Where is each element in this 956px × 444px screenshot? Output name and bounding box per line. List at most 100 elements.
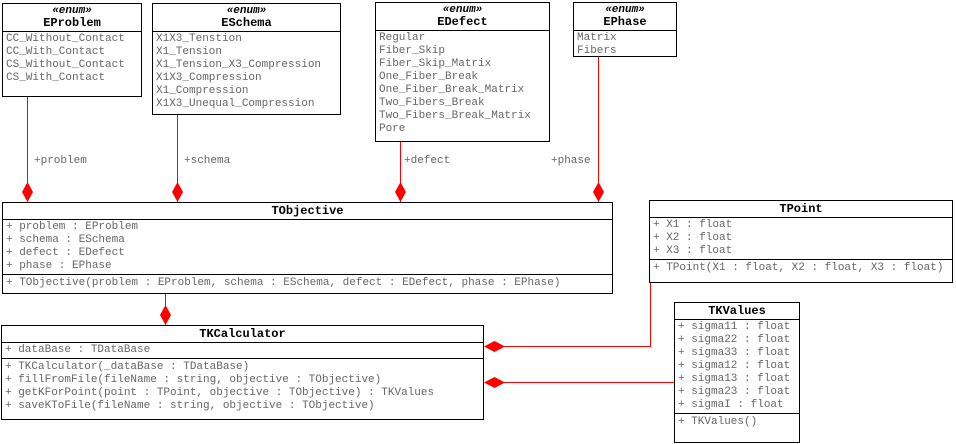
connector-problem-line bbox=[27, 97, 28, 202]
class-title: TKValues bbox=[675, 303, 799, 320]
attributes-compartment: + problem : EProblem + schema : ESchema … bbox=[3, 220, 612, 273]
enum-title: «enum» ESchema bbox=[153, 4, 340, 32]
enum-stereotype: «enum» bbox=[226, 5, 267, 17]
enum-box-eschema: «enum» ESchema X1X3_Tenstion X1_Tension … bbox=[152, 3, 341, 115]
enum-item: CC_Without_Contact bbox=[6, 33, 125, 45]
class-box-tkvalues: TKValues + sigma11 : float + sigma22 : f… bbox=[674, 302, 800, 443]
class-method: + fillFromFile(fileName : string, object… bbox=[5, 374, 382, 386]
enum-items-compartment: Matrix Fibers bbox=[574, 31, 676, 57]
class-method: + TKCalculator(_dataBase : TDataBase) bbox=[5, 361, 250, 373]
class-box-tobjective: TObjective + problem : EProblem + schema… bbox=[2, 202, 613, 294]
relation-label-defect: +defect bbox=[404, 155, 451, 167]
class-name: TPoint bbox=[779, 202, 823, 216]
class-name: TKCalculator bbox=[199, 327, 286, 341]
connector-schema-line bbox=[177, 115, 178, 202]
enum-item: X1X3_Compression bbox=[156, 72, 262, 84]
methods-compartment: + TKCalculator(_dataBase : TDataBase) + … bbox=[2, 358, 483, 413]
class-attribute: + X2 : float bbox=[653, 232, 733, 244]
class-box-tpoint: TPoint + X1 : float + X2 : float + X3 : … bbox=[649, 200, 953, 283]
enum-item: Fibers bbox=[577, 45, 617, 57]
composition-diamond-icon bbox=[22, 182, 33, 202]
enum-stereotype: «enum» bbox=[605, 4, 645, 16]
class-attribute: + defect : EDefect bbox=[6, 247, 125, 259]
enum-item: X1_Tension_X3_Compression bbox=[156, 59, 322, 71]
enum-item: X1_Tension bbox=[156, 46, 223, 58]
class-attribute: + phase : EPhase bbox=[6, 260, 112, 272]
enum-stereotype: «enum» bbox=[442, 4, 483, 16]
class-title: TObjective bbox=[3, 203, 612, 220]
attributes-compartment: + sigma11 : float + sigma22 : float + si… bbox=[675, 320, 799, 412]
enum-name: ESchema bbox=[221, 16, 272, 30]
enum-item: Matrix bbox=[577, 32, 617, 44]
class-attribute: + dataBase : TDataBase bbox=[5, 344, 151, 356]
class-attribute: + sigma33 : float bbox=[678, 347, 791, 359]
enum-items-compartment: CC_Without_Contact CC_With_Contact CS_Wi… bbox=[3, 32, 141, 85]
class-attribute: + X1 : float bbox=[653, 219, 733, 231]
enum-title: «enum» EPhase bbox=[574, 3, 676, 31]
composition-diamond-icon bbox=[395, 182, 406, 202]
enum-item: One_Fiber_Break_Matrix bbox=[379, 84, 525, 96]
enum-name: EProblem bbox=[43, 16, 101, 30]
class-attribute: + sigma23 : float bbox=[678, 386, 791, 398]
enum-item: CS_With_Contact bbox=[6, 72, 106, 84]
connector-point-calculator-line-vertical bbox=[650, 283, 651, 347]
class-attribute: + sigma13 : float bbox=[678, 373, 791, 385]
composition-diamond-icon bbox=[484, 341, 505, 352]
composition-diamond-icon bbox=[593, 182, 604, 202]
class-title: TPoint bbox=[650, 201, 952, 218]
enum-item: Regular bbox=[379, 32, 426, 44]
relation-label-phase: +phase bbox=[551, 155, 591, 167]
attributes-compartment: + dataBase : TDataBase bbox=[2, 343, 483, 357]
enum-item: Two_Fibers_Break_Matrix bbox=[379, 110, 531, 122]
class-method: + TKValues() bbox=[678, 416, 758, 428]
enum-item: CC_With_Contact bbox=[6, 46, 106, 58]
enum-item: Two_Fibers_Break bbox=[379, 97, 485, 109]
class-attribute: + problem : EProblem bbox=[6, 221, 139, 233]
class-title: TKCalculator bbox=[2, 326, 483, 343]
enum-item: X1_Compression bbox=[156, 85, 249, 97]
class-box-tkcalculator: TKCalculator + dataBase : TDataBase + TK… bbox=[1, 325, 484, 420]
enum-box-ephase: «enum» EPhase Matrix Fibers bbox=[573, 2, 677, 57]
enum-box-edefect: «enum» EDefect Regular Fiber_Skip Fiber_… bbox=[375, 2, 550, 142]
connector-kvalues-calculator-line bbox=[500, 382, 674, 383]
relation-label-problem: +problem bbox=[34, 155, 87, 167]
methods-compartment: + TObjective(problem : EProblem, schema … bbox=[3, 274, 612, 290]
class-attribute: + sigma11 : float bbox=[678, 321, 791, 333]
class-attribute: + schema : ESchema bbox=[6, 234, 125, 246]
enum-item: Fiber_Skip_Matrix bbox=[379, 58, 492, 70]
enum-title: «enum» EProblem bbox=[3, 4, 141, 32]
enum-item: Pore bbox=[379, 123, 406, 135]
relation-label-schema: +schema bbox=[184, 155, 231, 167]
class-name: TKValues bbox=[708, 304, 766, 318]
class-attribute: + sigmaI : float bbox=[678, 399, 784, 411]
class-attribute: + sigma22 : float bbox=[678, 334, 791, 346]
methods-compartment: + TKValues() bbox=[675, 413, 799, 429]
enum-name: EDefect bbox=[437, 15, 488, 29]
enum-item: X1X3_Unequal_Compression bbox=[156, 98, 315, 110]
class-attribute: + X3 : float bbox=[653, 245, 733, 257]
enum-item: One_Fiber_Break bbox=[379, 71, 479, 83]
connector-phase-line bbox=[598, 57, 599, 202]
enum-item: CS_Without_Contact bbox=[6, 59, 125, 71]
enum-item: X1X3_Tenstion bbox=[156, 33, 242, 45]
class-attribute: + sigma12 : float bbox=[678, 360, 791, 372]
enum-items-compartment: Regular Fiber_Skip Fiber_Skip_Matrix One… bbox=[376, 31, 549, 136]
connector-defect-line bbox=[400, 142, 401, 202]
attributes-compartment: + X1 : float + X2 : float + X3 : float bbox=[650, 218, 952, 258]
methods-compartment: + TPoint(X1 : float, X2 : float, X3 : fl… bbox=[650, 259, 952, 275]
enum-title: «enum» EDefect bbox=[376, 3, 549, 31]
class-method: + TPoint(X1 : float, X2 : float, X3 : fl… bbox=[653, 262, 944, 274]
composition-diamond-icon bbox=[484, 377, 505, 388]
enum-items-compartment: X1X3_Tenstion X1_Tension X1_Tension_X3_C… bbox=[153, 32, 340, 111]
class-method: + getKForPoint(point : TPoint, objective… bbox=[5, 387, 435, 399]
enum-item: Fiber_Skip bbox=[379, 45, 446, 57]
class-name: TObjective bbox=[271, 204, 344, 218]
enum-name: EPhase bbox=[603, 15, 647, 29]
enum-stereotype: «enum» bbox=[52, 5, 92, 17]
composition-diamond-icon bbox=[160, 305, 171, 325]
connector-point-calculator-line-horizontal bbox=[500, 346, 651, 347]
class-method: + saveKToFile(fileName : string, objecti… bbox=[5, 400, 375, 412]
enum-box-eproblem: «enum» EProblem CC_Without_Contact CC_Wi… bbox=[2, 3, 142, 97]
composition-diamond-icon bbox=[172, 182, 183, 202]
